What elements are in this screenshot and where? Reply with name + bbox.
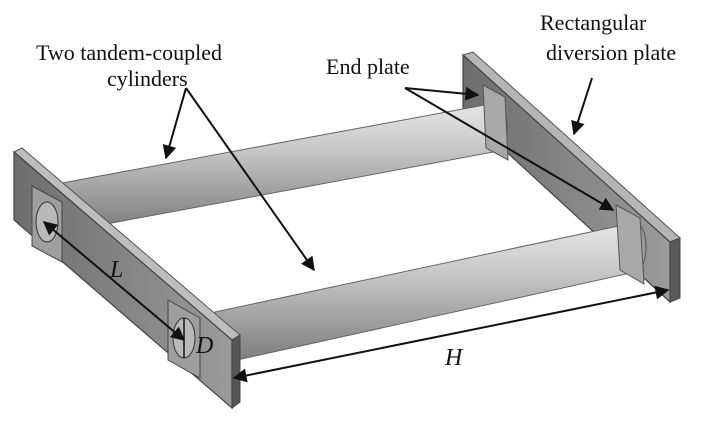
label-dimension-D: D (196, 333, 214, 359)
back-cylinder (61, 102, 508, 231)
leader-end-plate-front (404, 87, 615, 211)
dimension-line-H (232, 285, 670, 383)
label-diversion-line2: diversion plate (546, 40, 677, 65)
label-dimension-H: H (445, 345, 463, 371)
leader-end-plate-back (404, 86, 480, 101)
label-dimension-L: L (110, 257, 124, 283)
label-cylinders-line1: Two tandem-coupled (36, 40, 223, 65)
leader-cylinders-back (162, 87, 187, 160)
end-plate-right-front (615, 204, 645, 285)
leader-cylinders-front (185, 87, 315, 272)
label-cylinders-line2: cylinders (107, 66, 188, 91)
leader-diversion-plate (571, 77, 593, 136)
front-cylinder (214, 222, 647, 363)
label-diversion-line1: Rectangular (540, 10, 647, 35)
end-plate-right-back (482, 84, 509, 161)
label-end-plate: End plate (326, 54, 410, 79)
dimension-line-L (42, 221, 186, 341)
